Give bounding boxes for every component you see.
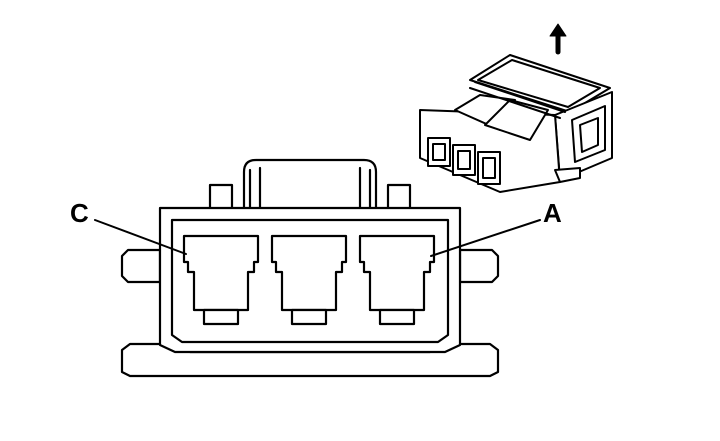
leader-line-c (94, 219, 187, 255)
connector-perspective-view (419, 23, 613, 193)
connector-front-view (120, 158, 500, 378)
cavity-a (358, 234, 436, 326)
leader-line-a (430, 219, 541, 257)
direction-arrow-icon (549, 23, 567, 55)
terminal-label-c: C (70, 198, 89, 228)
cavity-b (270, 234, 348, 326)
terminal-label-a: A (543, 198, 562, 228)
cavity-c (182, 234, 260, 326)
